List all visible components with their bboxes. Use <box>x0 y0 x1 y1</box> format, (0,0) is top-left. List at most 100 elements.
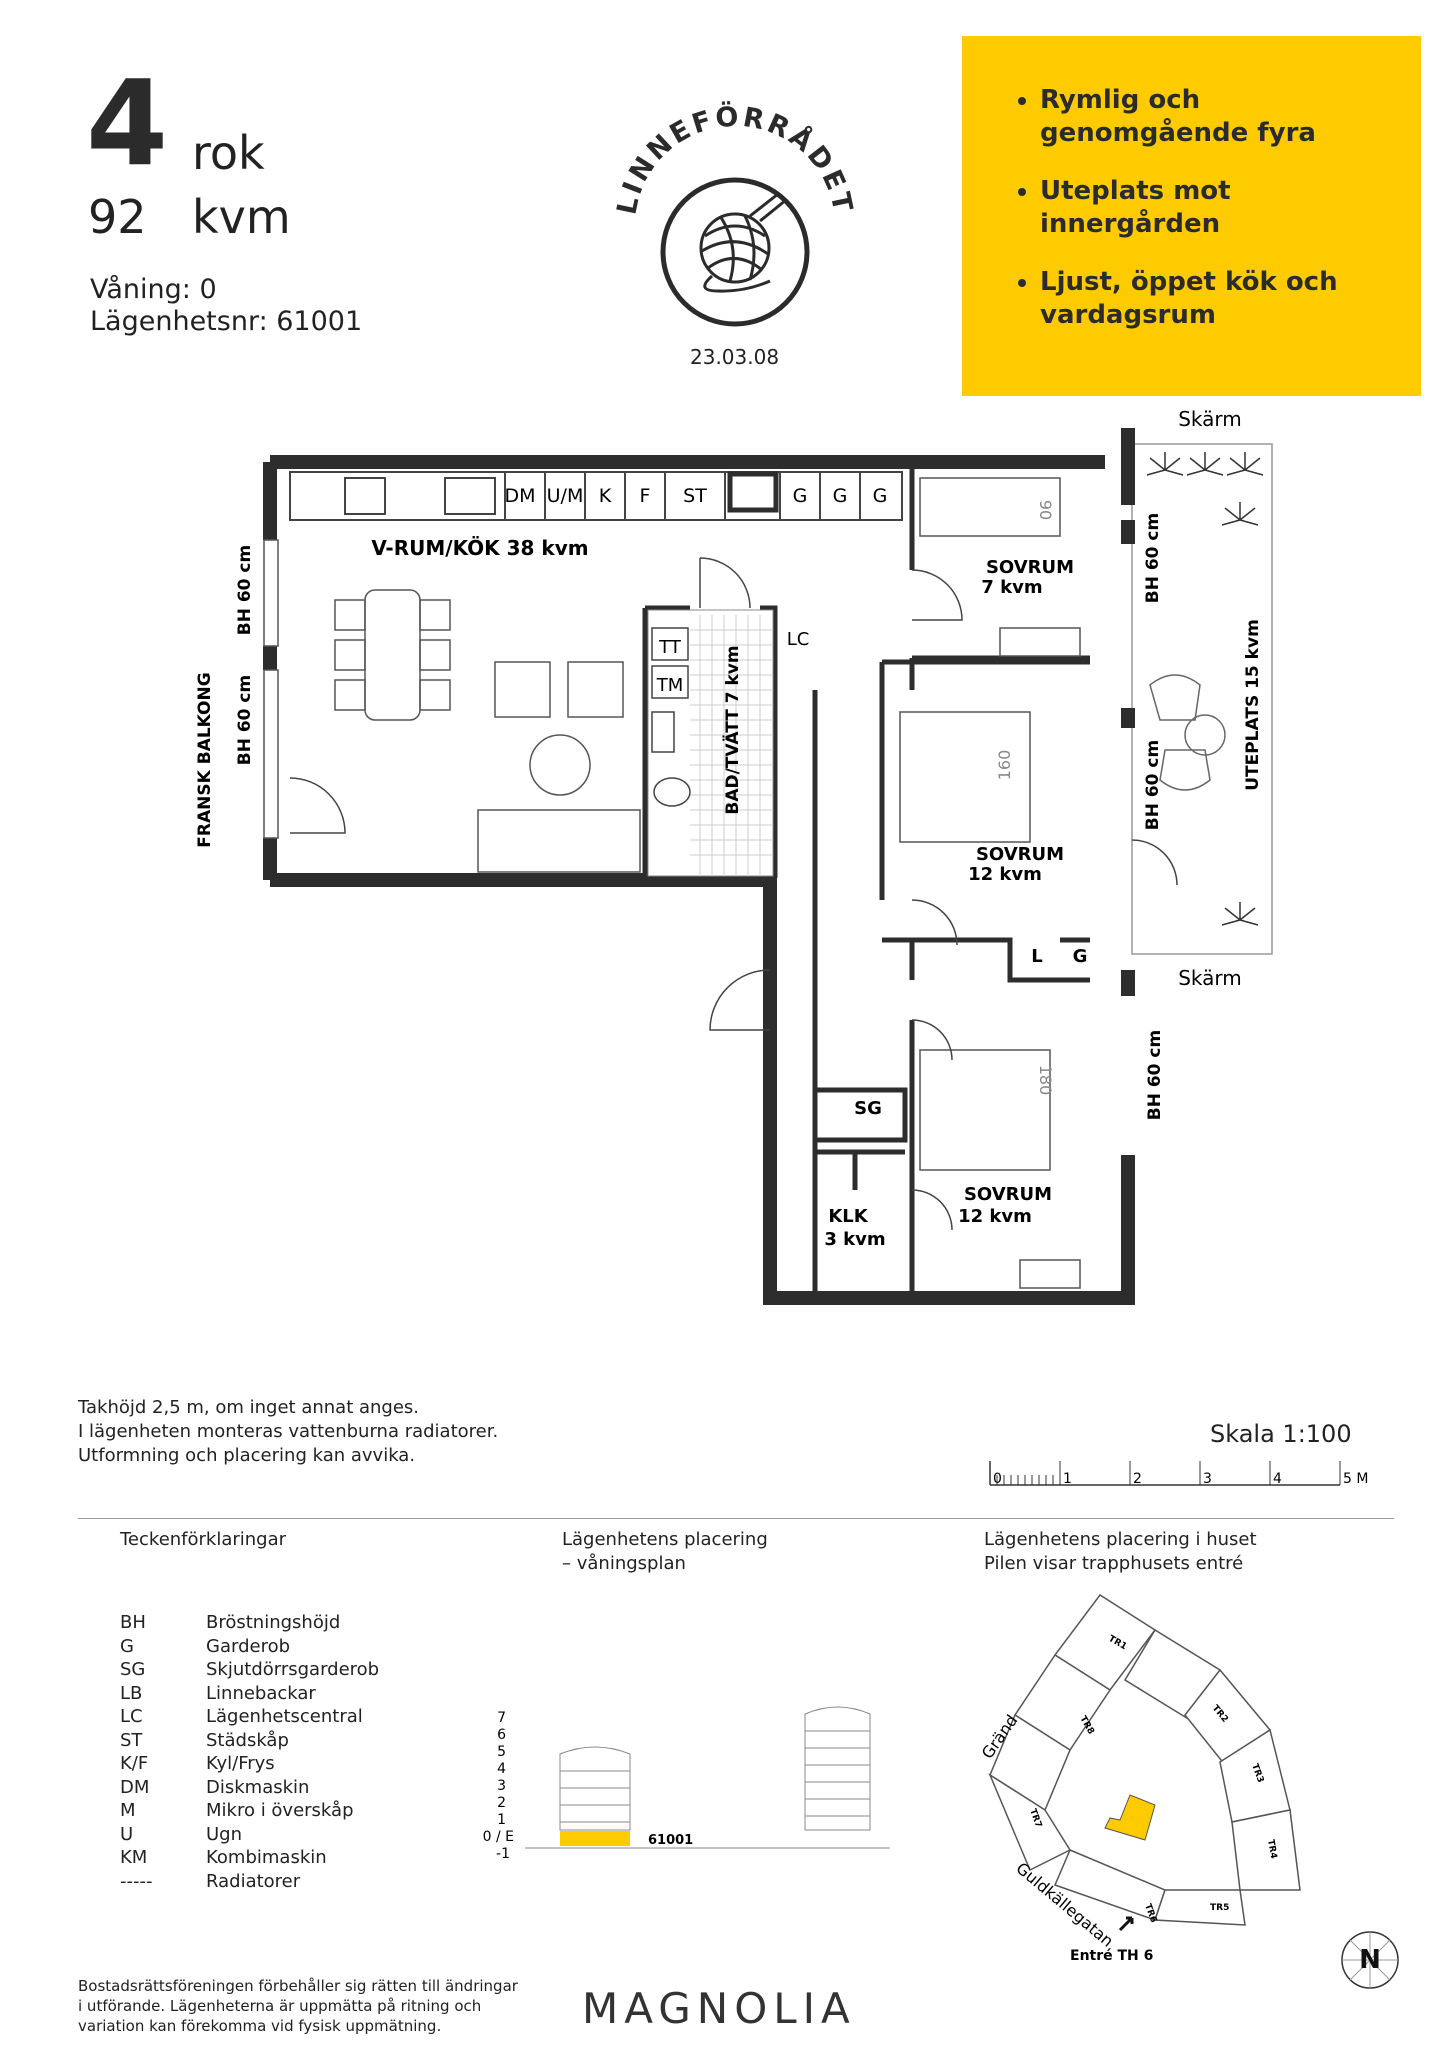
kitchen-label-um: U/M <box>547 485 584 507</box>
logo-text: LINNEFÖRRÅDET <box>612 99 856 217</box>
bh-label-right-bottom: BH 60 cm <box>1145 1030 1165 1120</box>
g-label: G <box>1073 946 1088 967</box>
note-line: Utformning och placering kan avvika. <box>78 1445 416 1466</box>
legend-value: Ugn <box>206 1823 243 1845</box>
scale-tick: 0 <box>993 1471 1002 1487</box>
level-label: 1 <box>497 1812 506 1828</box>
level-label: -1 <box>496 1846 510 1862</box>
legend-key: ST <box>120 1729 143 1751</box>
divider <box>78 1518 1394 1519</box>
house-placement-title-line2: Pilen visar trapphusets entré <box>984 1553 1244 1574</box>
plant-icon <box>1146 452 1264 926</box>
scale-tick: 2 <box>1133 1471 1142 1487</box>
apartment-number: Lägenhetsnr: 61001 <box>90 306 363 337</box>
legend-row: G Garderob <box>120 1636 379 1660</box>
entrance-arrow-icon <box>1118 1916 1134 1932</box>
klk-name: KLK <box>828 1206 868 1227</box>
kitchen-units <box>344 471 861 520</box>
living-furniture <box>334 589 641 873</box>
legend-key: U <box>120 1823 134 1845</box>
legend-key: KM <box>120 1847 148 1868</box>
kitchen-label-g: G <box>833 485 848 507</box>
bedroom2-area: 12 kvm <box>968 864 1042 885</box>
legend-value: Diskmaskin <box>206 1776 310 1798</box>
sg-label: SG <box>854 1098 882 1119</box>
bathroom-label: BAD/TVÄTT 7 kvm <box>721 645 743 814</box>
scale-bar: 0 1 2 3 4 5 M <box>989 1461 1368 1487</box>
legend-value: Linnebackar <box>206 1682 316 1704</box>
bedroom1-area: 7 kvm <box>981 577 1042 598</box>
north-label: N <box>1359 1945 1381 1975</box>
legend-value: Radiatorer <box>206 1870 301 1892</box>
bedroom3-area: 12 kvm <box>958 1206 1032 1227</box>
plan-date: 23.03.08 <box>690 345 780 369</box>
tt-label: TT <box>658 637 682 658</box>
kitchen-label-g: G <box>793 485 808 507</box>
note-line: Takhöjd 2,5 m, om inget annat anges. <box>78 1397 420 1418</box>
bed1-size: 90 <box>1036 500 1055 520</box>
legend-key: SG <box>120 1659 146 1680</box>
scale-tick: 4 <box>1273 1471 1282 1487</box>
brand-logo: MAGNOLIA <box>582 1984 856 2033</box>
rooms-number: 4 <box>86 54 169 192</box>
disclaimer-line: i utförande. Lägenheterna är uppmätta på… <box>78 1997 482 2015</box>
scale-tick: 5 M <box>1343 1471 1368 1487</box>
kitchen-label-st: ST <box>683 485 707 507</box>
legend-row: U Ugn <box>120 1824 379 1848</box>
patio-furniture <box>1149 674 1226 791</box>
svg-text:LINNEFÖRRÅDET: LINNEFÖRRÅDET <box>612 99 859 217</box>
living-room-label: V-RUM/KÖK 38 kvm <box>371 536 588 560</box>
floor-placement-title-line1: Lägenhetens placering <box>562 1529 768 1550</box>
l-label: L <box>1031 946 1042 967</box>
bh-label-left-top: BH 60 cm <box>235 545 255 635</box>
yarn-ball-icon <box>699 192 787 293</box>
bedroom2-name: SOVRUM <box>976 844 1064 865</box>
legend-value: Garderob <box>206 1635 291 1657</box>
kitchen-label-g: G <box>873 485 888 507</box>
level-label: 7 <box>497 1710 506 1726</box>
kitchen-label-k: K <box>599 485 612 507</box>
legend-key: G <box>120 1635 134 1657</box>
note-line: I lägenheten monteras vattenburna radiat… <box>78 1421 499 1442</box>
bedroom3-name: SOVRUM <box>964 1184 1052 1205</box>
level-label: 2 <box>497 1795 506 1811</box>
patio-label: UTEPLATS 15 kvm <box>1243 619 1263 791</box>
outer-walls <box>263 428 1135 1305</box>
floor-placement-title: Lägenhetens placering – våningsplan <box>562 1528 768 1576</box>
bathroom <box>647 609 774 877</box>
level-label: 0 / E <box>483 1829 514 1845</box>
legend-key: M <box>120 1800 136 1821</box>
stair-label: TR5 <box>1210 1903 1229 1913</box>
house-placement-title: Lägenhetens placering i huset Pilen visa… <box>984 1528 1257 1576</box>
scale-title: Skala 1:100 <box>1210 1420 1352 1448</box>
bed2-size: 160 <box>995 750 1014 781</box>
floor-placement-title-line2: – våningsplan <box>562 1553 686 1574</box>
inner-walls <box>642 462 1090 1298</box>
tm-label: TM <box>656 675 684 696</box>
skarm-top-label: Skärm <box>1178 407 1242 431</box>
legend-value: Lägenhetscentral <box>206 1706 363 1727</box>
legend-value: Bröstningshöjd <box>206 1612 341 1633</box>
legend-value: Städskåp <box>206 1729 289 1751</box>
linneforradet-logo: LINNEFÖRRÅDET <box>612 99 859 327</box>
scale-tick: 1 <box>1063 1471 1072 1487</box>
legend-row: ST Städskåp <box>120 1730 379 1754</box>
highlight-item: Ljust, öppet kök och vardagsrum <box>1040 266 1401 331</box>
legend-key: K/F <box>120 1753 149 1774</box>
bh-label-left-bottom: BH 60 cm <box>235 675 255 765</box>
disclaimer-line: variation kan förekomma vid fysisk uppmä… <box>78 2017 442 2035</box>
legend-row: DM Diskmaskin <box>120 1777 379 1801</box>
klk-area: 3 kvm <box>824 1229 885 1250</box>
level-label: 4 <box>497 1761 506 1777</box>
floor-placement-diagram: 7 6 5 4 3 2 1 0 / E -1 61001 <box>483 1706 890 1862</box>
notes: Takhöjd 2,5 m, om inget annat anges. I l… <box>78 1396 498 1468</box>
legend-key: DM <box>120 1776 150 1798</box>
bedroom-furniture <box>899 477 1081 1289</box>
kitchen-label-dm: DM <box>504 485 535 507</box>
floor-plan: DM U/M K F ST G G G TT TM LC <box>195 407 1273 1305</box>
